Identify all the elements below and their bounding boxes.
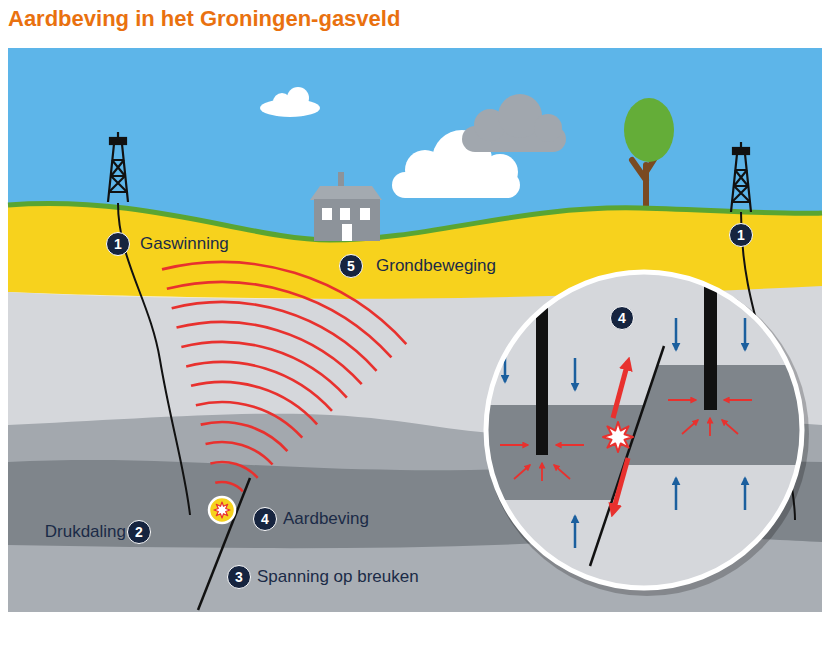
derrick [108, 132, 128, 202]
stress-arrow [722, 420, 738, 434]
pressure-arrow [744, 318, 747, 350]
burst-star [214, 502, 230, 518]
inset-border [486, 272, 802, 588]
wave-arc [172, 302, 377, 371]
cloud [462, 94, 566, 152]
part-label: Grondbeweging [376, 256, 496, 276]
pressure-arrow [744, 478, 747, 510]
part-label: Gaswinning [140, 234, 229, 254]
house [310, 172, 382, 241]
callout-number-text: 4 [261, 512, 269, 526]
callout-number-text: 1 [114, 237, 122, 251]
callout-number: 4 [610, 306, 634, 330]
callout-number: 1 [106, 232, 130, 256]
stress-arrow [709, 418, 711, 436]
derrick [731, 142, 751, 212]
epicenter [209, 497, 235, 523]
wave-arc [201, 422, 288, 451]
title: Aardbeving in het Groningen-gasveld [8, 6, 400, 32]
wave-arc [177, 322, 362, 384]
callout-number-text: 1 [737, 228, 745, 242]
stress-arrow [682, 420, 698, 434]
wave-arc [206, 442, 273, 464]
stress-arrow [556, 444, 584, 446]
seismic-waves [162, 262, 406, 491]
callout-number: 4 [253, 507, 277, 531]
part-label: Drukdaling [45, 522, 126, 542]
slip-arrow [613, 458, 628, 512]
pressure-arrow [574, 358, 577, 390]
stress-arrow [554, 465, 570, 479]
callout-number-text: 4 [618, 311, 626, 325]
callout-number: 1 [729, 223, 753, 247]
fault-line [198, 478, 250, 610]
inset [480, 260, 810, 598]
callout-number: 3 [227, 565, 251, 589]
tree [624, 98, 674, 214]
pressure-arrow [675, 318, 678, 350]
part-label: Spanning op breuken [257, 567, 419, 587]
pressure-arrow [504, 516, 507, 548]
fault-line [590, 346, 664, 566]
part-label: Aardbeving [283, 509, 369, 529]
stress-arrow [541, 463, 543, 481]
pressure-arrow [675, 478, 678, 510]
cloud [260, 87, 320, 117]
wave-arc [196, 402, 302, 438]
wave-arc [186, 362, 332, 411]
wave-arc [162, 262, 406, 344]
wave-arc [210, 462, 257, 478]
well [536, 260, 548, 455]
stress-arrow [514, 465, 530, 479]
burst-star [603, 422, 633, 452]
wave-arc [215, 482, 243, 491]
slip-arrow [613, 362, 628, 418]
stress-arrow [724, 399, 752, 401]
pressure-arrow [574, 516, 577, 548]
stress-arrow [500, 444, 528, 446]
ground-line [8, 204, 822, 240]
callout-number-text: 2 [135, 525, 143, 539]
callout-number-text: 3 [235, 570, 243, 584]
callout-number: 5 [339, 254, 363, 278]
stress-arrow [668, 399, 696, 401]
wave-arc [167, 282, 392, 357]
callout-number-text: 5 [347, 259, 355, 273]
callout-number: 2 [127, 520, 151, 544]
wave-arc [191, 382, 317, 424]
